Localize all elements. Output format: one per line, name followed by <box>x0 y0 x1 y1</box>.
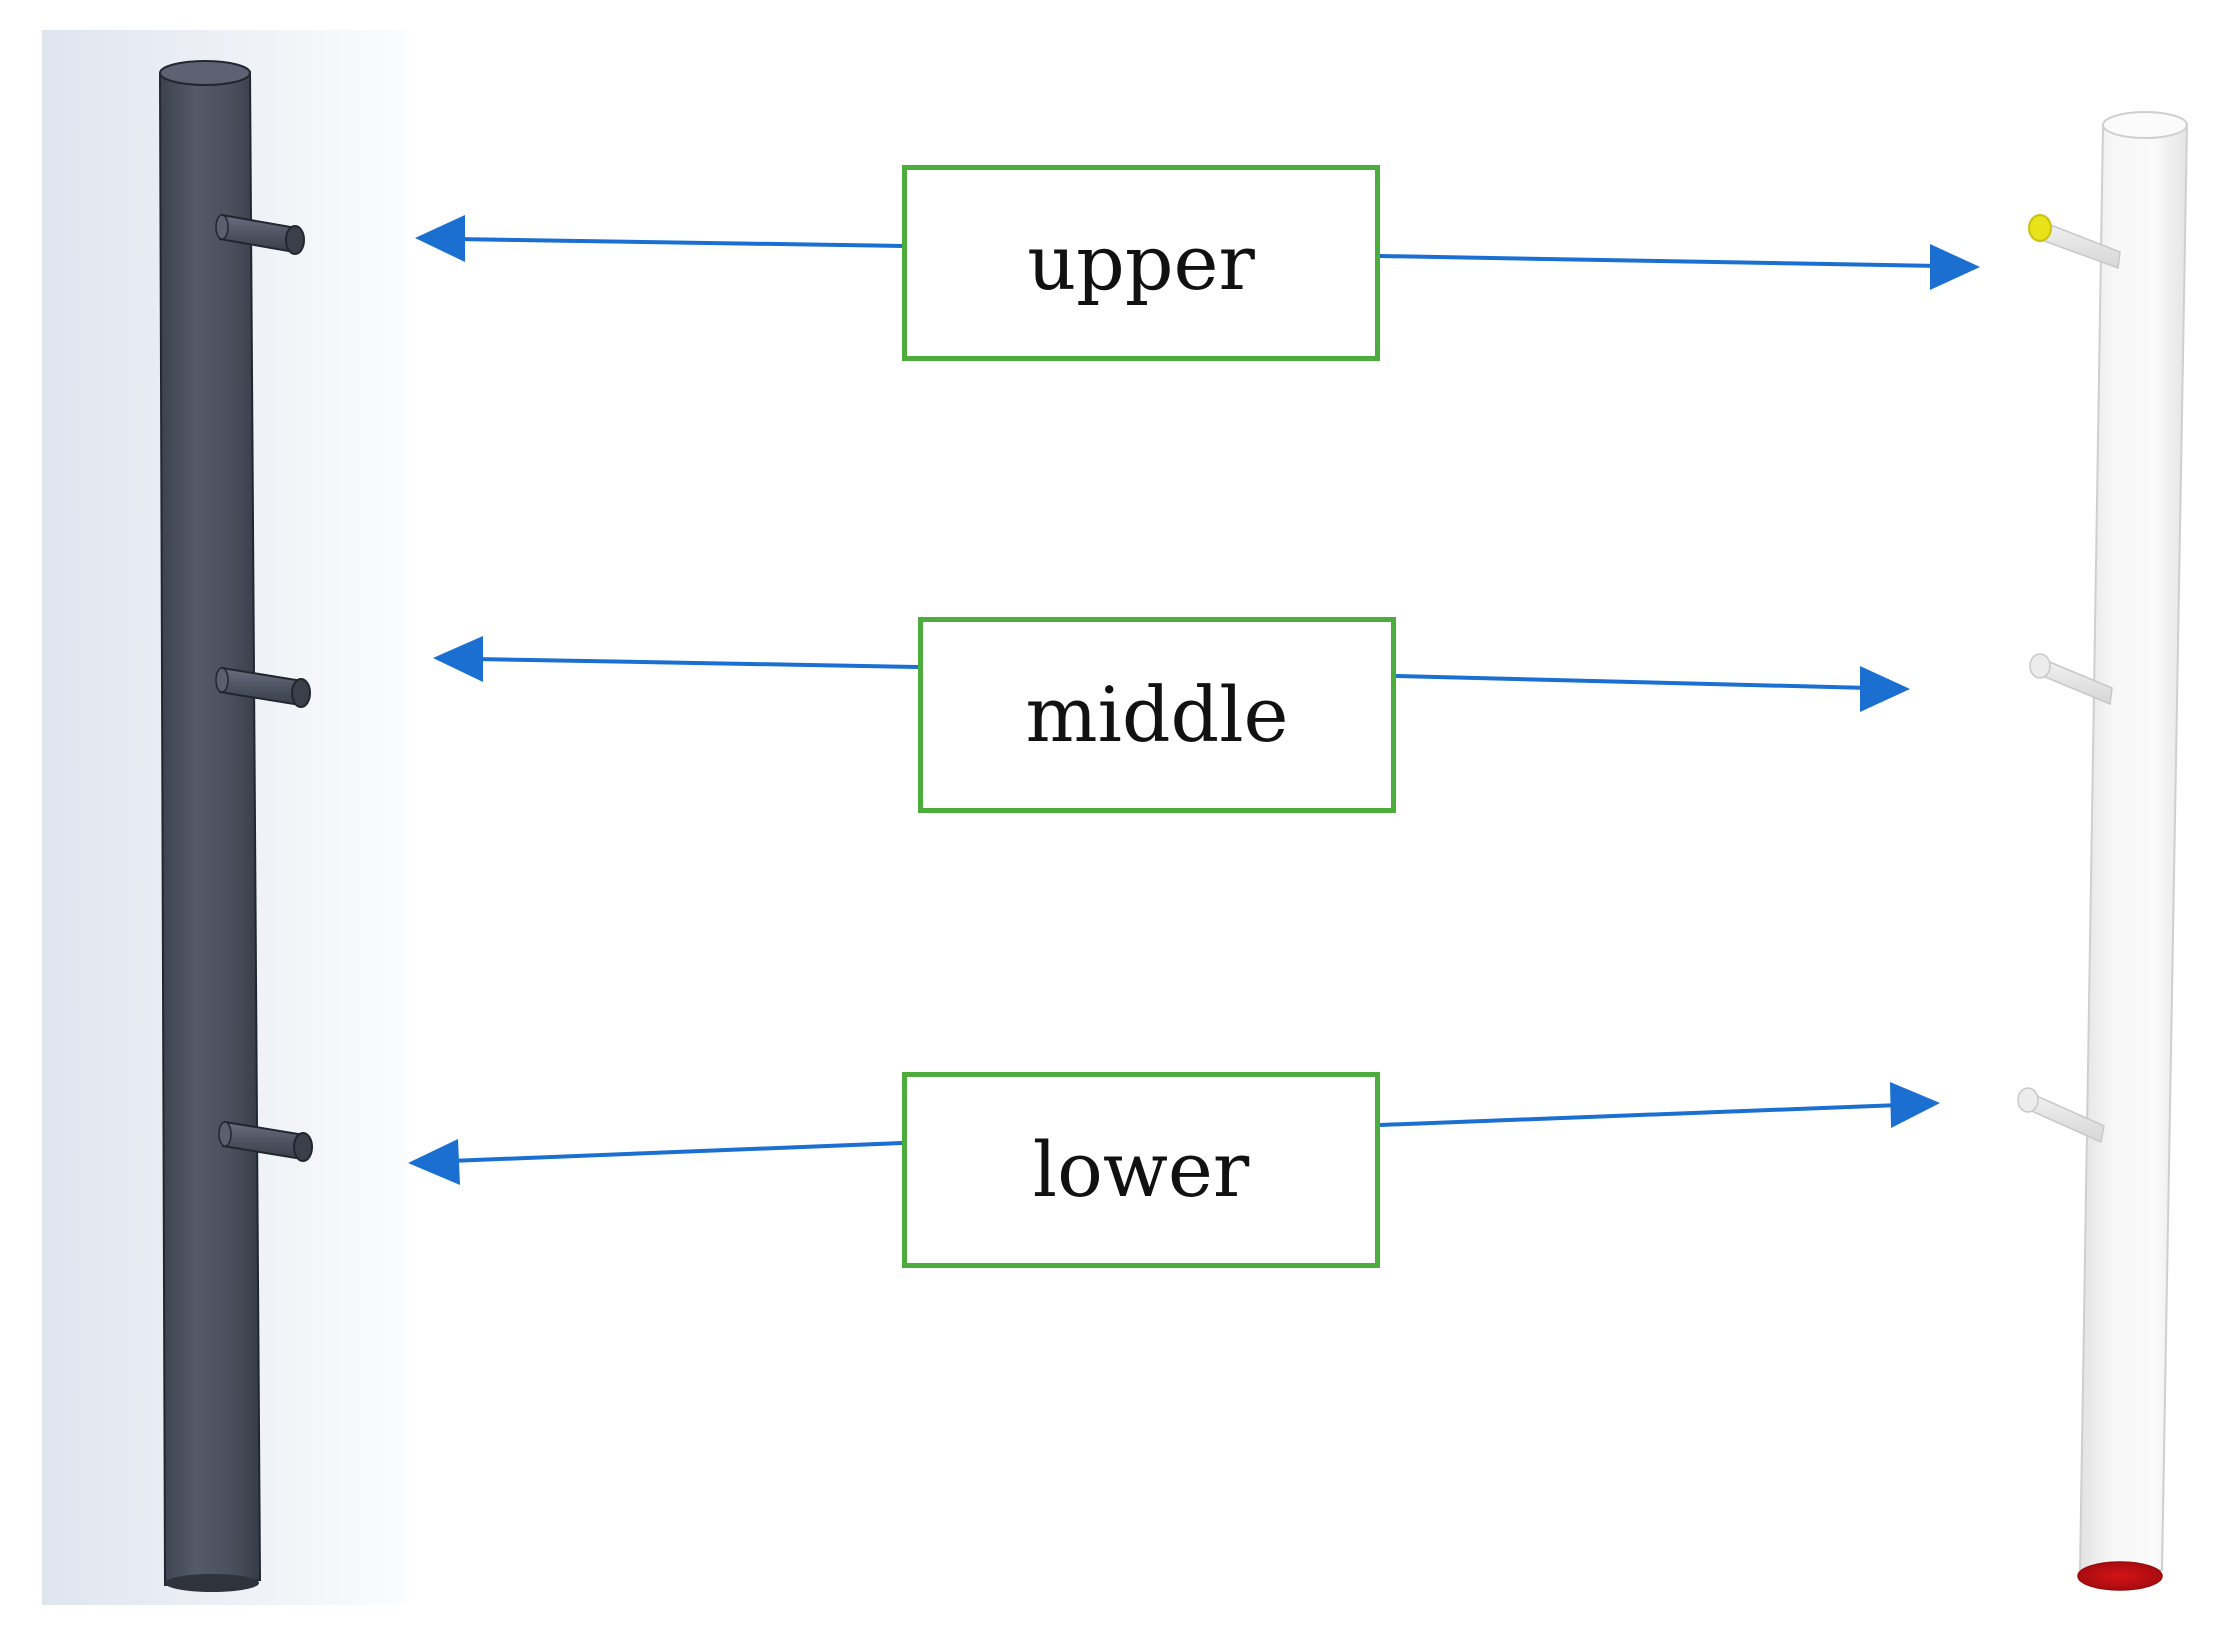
transparent-column-body <box>2078 124 2189 1571</box>
label-upper: upper <box>1027 218 1255 307</box>
transparent-column-model <box>2017 111 2189 1591</box>
arrow-upper-right <box>1379 244 1980 290</box>
arrow-lower-left <box>408 1139 903 1185</box>
solid-nozzle-middle <box>215 666 311 708</box>
arrows <box>408 215 1980 1185</box>
transparent-nozzle-upper <box>2028 214 2121 270</box>
transparent-nozzle-middle <box>2029 653 2113 706</box>
label-box-upper: upper <box>902 165 1380 361</box>
arrow-middle-right <box>1395 666 1910 712</box>
transparent-nozzle-lower <box>2017 1087 2105 1144</box>
inlet-marker <box>2077 1561 2163 1591</box>
label-box-middle: middle <box>918 617 1396 813</box>
arrow-upper-left <box>415 215 903 262</box>
solid-column-model <box>42 30 407 1605</box>
outlet-marker <box>2028 214 2052 242</box>
solid-column-bottom <box>165 1574 259 1592</box>
transparent-column-top-cap <box>2102 111 2188 139</box>
label-middle: middle <box>1025 670 1289 759</box>
solid-column-body <box>158 70 262 1587</box>
arrow-lower-right <box>1379 1082 1940 1128</box>
label-box-lower: lower <box>902 1072 1380 1268</box>
solid-nozzle-upper <box>215 213 305 255</box>
label-lower: lower <box>1032 1125 1250 1214</box>
solid-column-top-cap <box>159 60 251 86</box>
solid-nozzle-lower <box>218 1120 313 1162</box>
arrow-middle-left <box>433 636 919 682</box>
